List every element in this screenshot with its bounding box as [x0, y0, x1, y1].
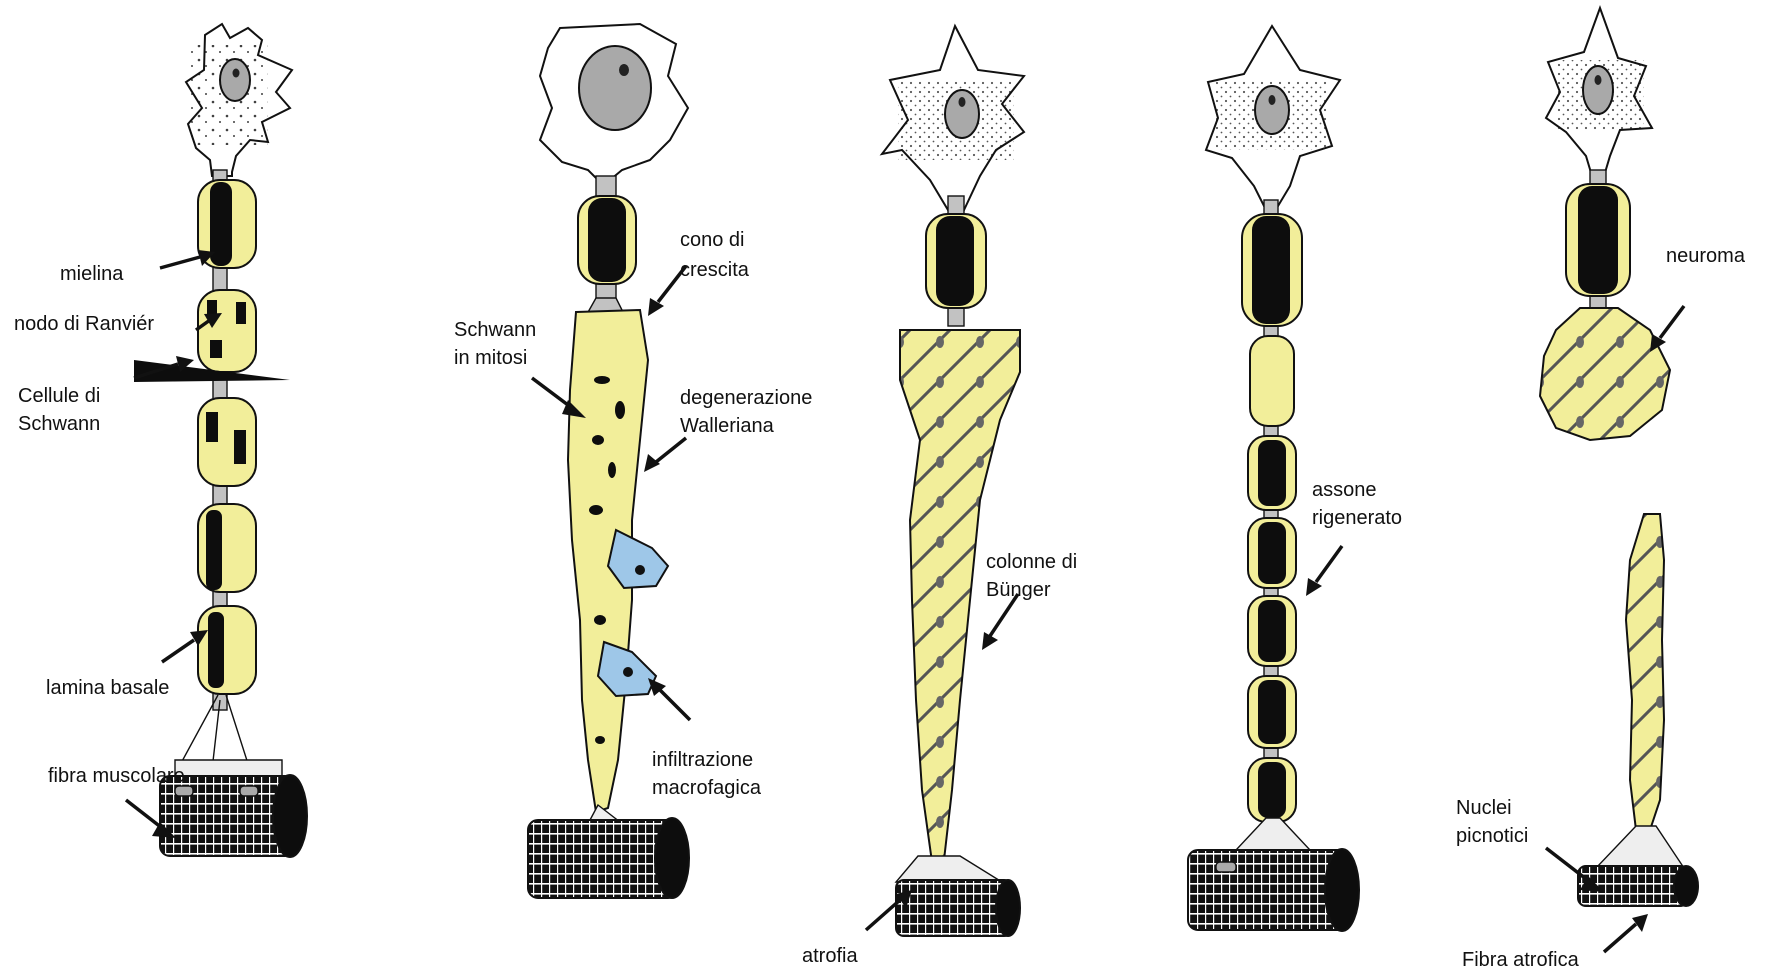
muscle-fiber: [160, 775, 307, 857]
label-mielina: mielina: [60, 263, 124, 285]
neuroma-mass: [1540, 308, 1670, 440]
muscle-fiber: [1188, 849, 1359, 931]
label-infiltrazione-line2: macrofagica: [652, 777, 762, 799]
label-cono-line1: cono di: [680, 229, 745, 251]
stage-3-bunger-columns: [882, 26, 1024, 936]
label-assone-line1: assone: [1312, 479, 1377, 501]
macrophage: [608, 530, 668, 588]
label-schwann-mitosi-line2: in mitosi: [454, 347, 527, 369]
label-nodo-ranvier: nodo di Ranviér: [14, 313, 154, 335]
cell-nucleus: [1583, 66, 1613, 114]
stage-1-normal-fiber: [134, 24, 307, 857]
label-fibra-muscolare: fibra muscolare: [48, 765, 185, 787]
label-cellule-schwann-line1: Cellule di: [18, 385, 100, 407]
label-schwann-mitosi-line1: Schwann: [454, 319, 536, 341]
distal-atrophic-column: [1626, 514, 1664, 830]
label-colonne-line2: Bünger: [986, 579, 1051, 601]
cell-nucleus: [1255, 86, 1289, 134]
label-lamina-basale: lamina basale: [46, 677, 169, 699]
label-cono-line2: crescita: [680, 259, 750, 281]
atrophic-muscle: [896, 880, 1020, 936]
label-nuclei-line1: Nuclei: [1456, 797, 1512, 819]
cell-nucleus: [220, 59, 250, 101]
label-cellule-schwann-line2: Schwann: [18, 413, 100, 435]
labels: mielina nodo di Ranviér Cellule di Schwa…: [14, 229, 1746, 968]
muscle-fiber: [528, 818, 689, 898]
label-assone-line2: rigenerato: [1312, 507, 1402, 529]
label-neuroma: neuroma: [1666, 245, 1746, 267]
label-atrofia: atrofia: [802, 945, 858, 967]
cell-nucleus: [579, 46, 651, 130]
label-degenerazione-line1: degenerazione: [680, 387, 812, 409]
label-nuclei-line2: picnotici: [1456, 825, 1528, 847]
label-fibra-atrofica: Fibra atrofica: [1462, 949, 1580, 968]
label-infiltrazione-line1: infiltrazione: [652, 749, 753, 771]
label-colonne-line1: colonne di: [986, 551, 1077, 573]
label-degenerazione-line2: Walleriana: [680, 415, 775, 437]
stage-5-neuroma: [1540, 8, 1698, 906]
